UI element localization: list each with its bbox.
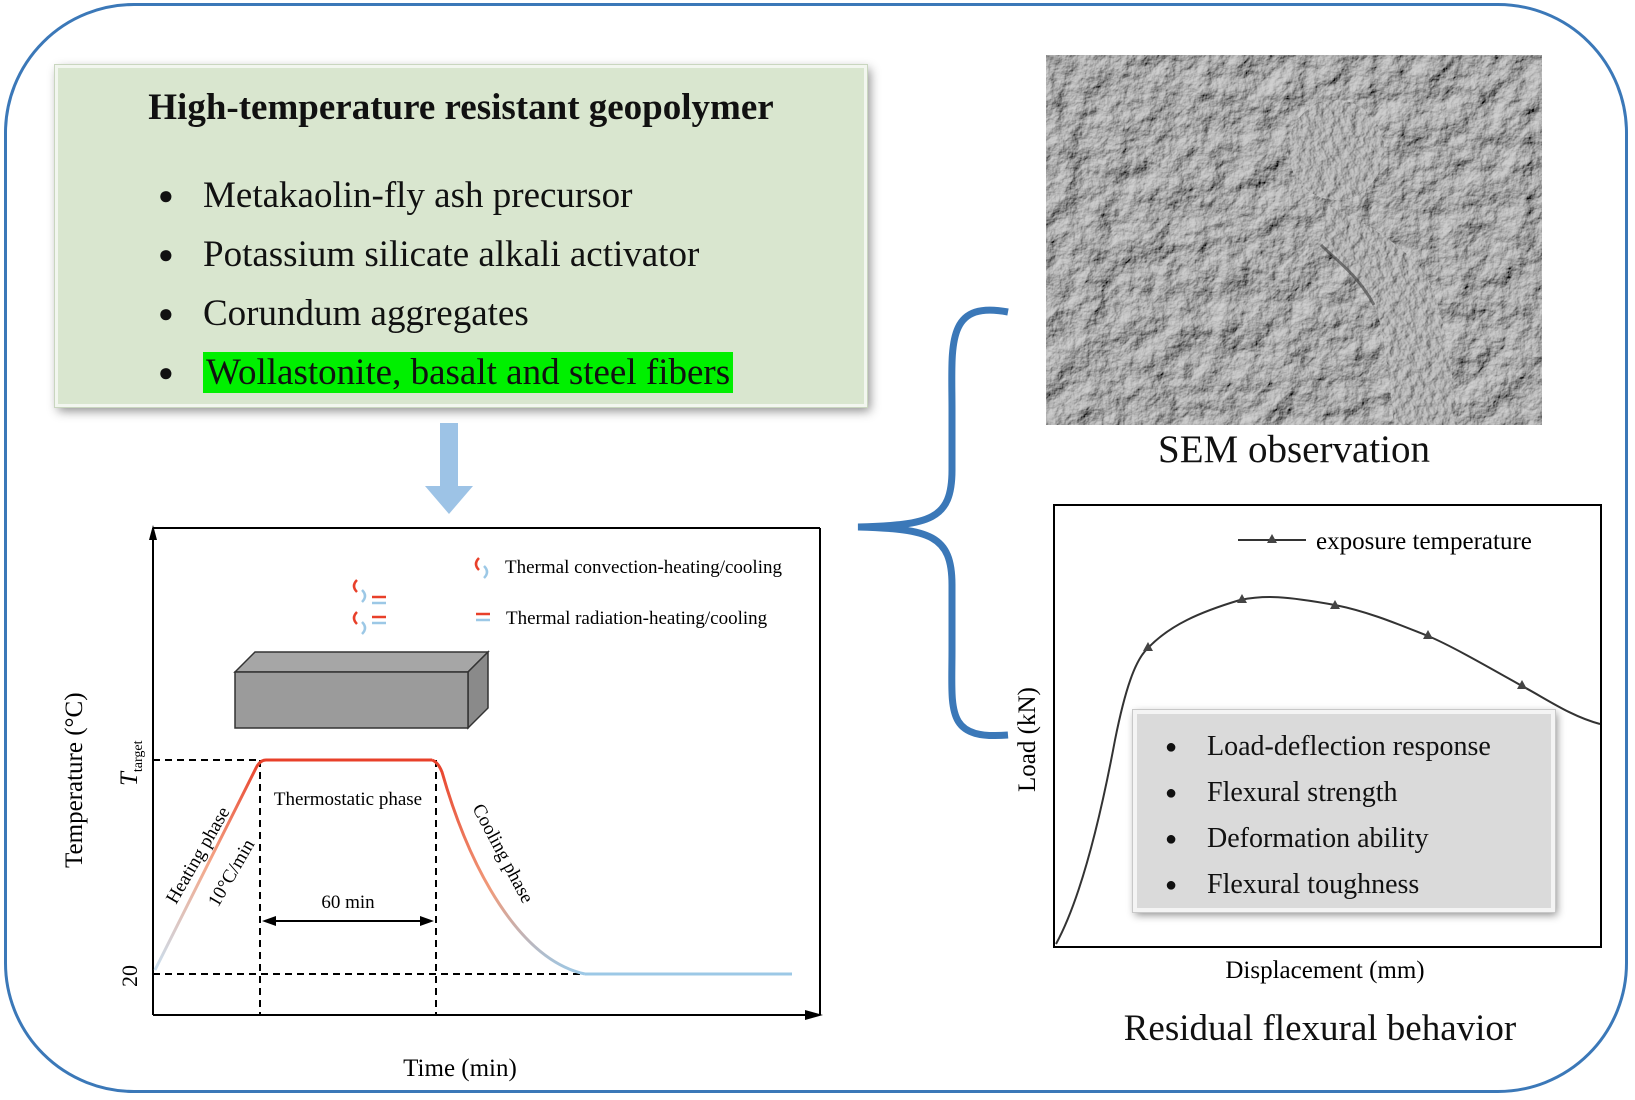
legend-marker: [1267, 534, 1277, 543]
data-marker: [1517, 680, 1527, 689]
list-item: ● Load-deflection response: [1165, 724, 1491, 770]
sem-image: [1046, 55, 1542, 425]
bullet-icon: ●: [158, 299, 174, 328]
flexural-legend-label: exposure temperature: [1316, 528, 1532, 555]
list-item: ● Potassium silicate alkali activator: [158, 225, 733, 284]
list-item: ● Flexural strength: [1165, 770, 1491, 816]
legend-convection-label: Thermal convection-heating/cooling: [505, 557, 782, 578]
cooling-label: Cooling phase: [468, 800, 538, 906]
material-label: Metakaolin-fly ash precursor: [203, 175, 633, 216]
curly-brace: [857, 306, 1009, 740]
bullet-icon: ●: [158, 358, 174, 387]
load-displacement-curve: [1055, 596, 1601, 945]
hold-arrow-left: [262, 916, 276, 926]
property-label: Flexural toughness: [1207, 869, 1420, 900]
flexural-ylabel: Load (kN): [1014, 687, 1041, 792]
bullet-icon: ●: [158, 181, 174, 210]
x-axis-arrow: [805, 1010, 823, 1020]
heating-segment: [153, 758, 267, 971]
bullet-icon: ●: [1165, 782, 1178, 804]
list-item: ● Metakaolin-fly ash precursor: [158, 166, 733, 225]
materials-list: ● Metakaolin-fly ash precursor ● Potassium…: [158, 166, 734, 402]
legend-radiation-icon: [476, 612, 490, 622]
data-marker: [1237, 594, 1247, 603]
sem-micrograph: [1046, 55, 1542, 425]
cooling-segment: [431, 758, 586, 976]
property-label: Flexural strength: [1207, 777, 1398, 808]
material-label: Potassium silicate alkali activator: [203, 234, 700, 275]
y-axis-arrow: [149, 525, 157, 540]
heating-xlabel: Time (min): [403, 1055, 517, 1082]
specimen-front: [234, 671, 469, 729]
target-tick-sub: target: [131, 740, 146, 772]
convection-icon: [352, 579, 367, 635]
svg-text:Ttarget: Ttarget: [116, 740, 146, 786]
target-tick-T: T: [116, 770, 143, 786]
properties-list: ● Load-deflection response ● Flexural stre…: [1165, 724, 1491, 908]
outer-frame: [4, 3, 1628, 1093]
heating-chart: 60 min Thermostatic phase Heating phase …: [61, 525, 823, 1082]
hold-duration-label: 60 min: [321, 892, 375, 913]
data-marker: [1143, 642, 1153, 651]
sem-label: SEM observation: [1158, 428, 1430, 471]
data-marker: [1423, 630, 1433, 639]
legend-radiation-label: Thermal radiation-heating/cooling: [506, 608, 768, 629]
data-marker: [1330, 600, 1340, 609]
properties-box: ● Load-deflection response ● Flexural stre…: [1132, 709, 1556, 913]
hold-arrow-right: [420, 916, 434, 926]
list-item: ● Flexural toughness: [1165, 862, 1491, 908]
list-item: ● Corundum aggregates: [158, 284, 733, 343]
heating-ylabel: Temperature (°C): [61, 692, 88, 868]
list-item: ● Wollastonite, basalt and steel fibers: [158, 343, 734, 402]
material-label: Corundum aggregates: [203, 293, 529, 334]
bullet-icon: ●: [1165, 828, 1178, 850]
flow-arrow: [425, 423, 473, 514]
ambient-tick: 20: [117, 965, 142, 987]
legend-convection-icon: [474, 557, 489, 579]
bullet-icon: ●: [1165, 874, 1178, 896]
material-label-highlighted: Wollastonite, basalt and steel fibers: [203, 352, 734, 393]
flexural-xlabel: Displacement (mm): [1225, 957, 1424, 984]
target-tick: Ttarget: [116, 740, 146, 786]
materials-title: High-temperature resistant geopolymer: [148, 87, 774, 128]
list-item: ● Deformation ability: [1165, 816, 1491, 862]
property-label: Deformation ability: [1207, 823, 1429, 854]
bullet-icon: ●: [158, 240, 174, 269]
bullet-icon: ●: [1165, 736, 1178, 758]
specimen-top: [233, 651, 490, 673]
materials-box: High-temperature resistant geopolymer ● M…: [54, 64, 868, 408]
radiation-icon: [372, 595, 386, 625]
flexural-title: Residual flexural behavior: [1123, 1008, 1517, 1049]
property-label: Load-deflection response: [1207, 731, 1491, 762]
thermostatic-label: Thermostatic phase: [274, 789, 422, 810]
